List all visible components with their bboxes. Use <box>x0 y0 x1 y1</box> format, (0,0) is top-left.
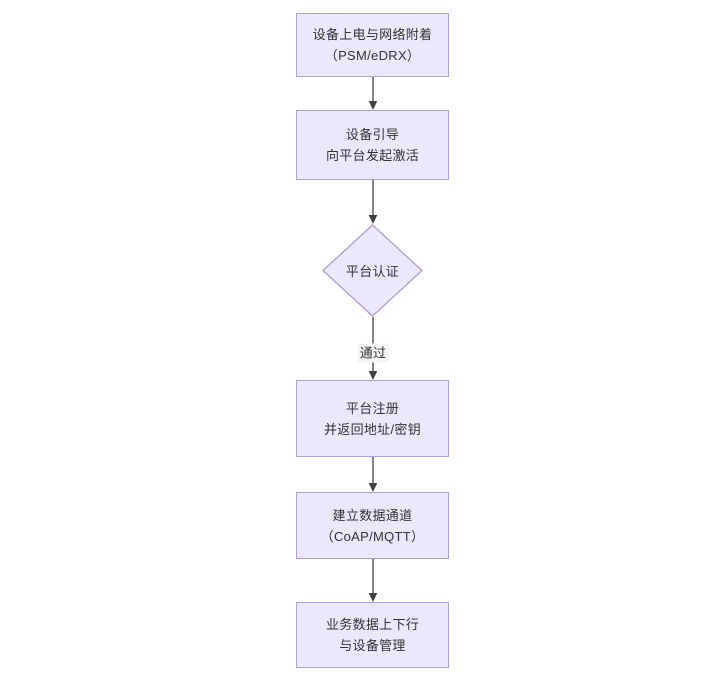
flow-node-business-data[interactable]: 业务数据上下行 与设备管理 <box>296 602 449 668</box>
flow-node-platform-auth[interactable]: 平台认证 <box>322 224 423 317</box>
flow-node-line-1: 设备上电与网络附着 <box>312 27 433 42</box>
flow-node-platform-register[interactable]: 平台注册 并返回地址/密钥 <box>296 380 449 457</box>
flow-node-line-1: 平台注册 <box>345 400 400 416</box>
flow-node-line-1: 建立数据通道 <box>332 507 413 523</box>
flow-node-line-2: 向平台发起激活 <box>325 148 420 163</box>
flow-node-device-bootstrap[interactable]: 设备引导 向平台发起激活 <box>296 110 449 180</box>
flow-node-line-2: （PSM/eDRX） <box>324 48 421 63</box>
connector-n4-n5 <box>366 457 380 492</box>
flow-node-line-2: 并返回地址/密钥 <box>323 421 421 437</box>
connector-n1-n2 <box>366 77 380 110</box>
flow-node-data-channel[interactable]: 建立数据通道 （CoAP/MQTT） <box>296 492 449 559</box>
diamond-shape <box>322 224 423 317</box>
connector-n2-n3 <box>366 180 380 224</box>
connector-n5-n6 <box>366 559 380 602</box>
flow-node-line-1: 业务数据上下行 <box>325 617 420 632</box>
flow-node-device-power-on[interactable]: 设备上电与网络附着 （PSM/eDRX） <box>296 13 449 77</box>
flow-node-line-2: （CoAP/MQTT） <box>320 528 425 544</box>
flow-node-line-1: 设备引导 <box>345 127 400 142</box>
flow-node-line-2: 与设备管理 <box>339 638 406 653</box>
edge-label-pass: 通过 <box>357 343 389 363</box>
